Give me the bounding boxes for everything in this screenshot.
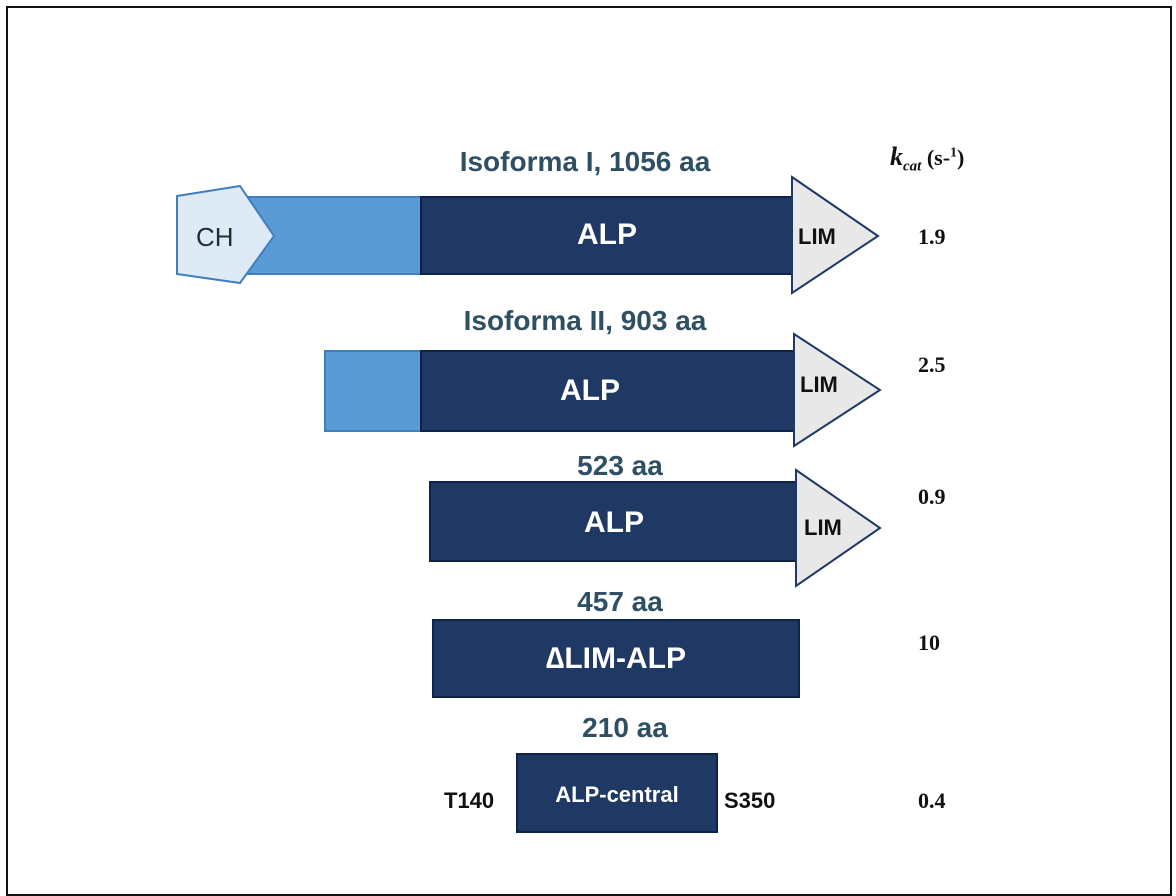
isoforma-i-ch-label: CH	[196, 222, 234, 252]
construct-457-dlim-alp-domain	[432, 619, 800, 698]
construct-210-alp-central-label: ALP-central	[555, 782, 679, 807]
kcat-unit-prefix: (s-	[926, 145, 951, 170]
isoforma-ii-alp-label: ALP	[560, 374, 620, 407]
isoforma-i-kcat-value: 1.9	[918, 224, 946, 249]
construct-457-kcat-value: 10	[918, 630, 940, 655]
construct-523-alp-label: ALP	[584, 506, 644, 539]
kcat-symbol: k	[890, 142, 903, 171]
construct-523-kcat-value: 0.9	[918, 484, 946, 509]
isoforma-i-lim-label: LIM	[798, 224, 836, 249]
isoforma-ii-title: Isoforma II, 903 aa	[463, 305, 707, 336]
figure-frame	[6, 6, 1172, 896]
isoforma-i-title: Isoforma I, 1056 aa	[459, 146, 711, 177]
isoforma-i-alp-domain	[420, 196, 794, 275]
kcat-subscript: cat	[903, 158, 922, 175]
construct-523-lim-label: LIM	[804, 515, 842, 540]
construct-457-title: 457 aa	[577, 586, 663, 617]
construct-210-alp-central-domain	[516, 753, 718, 833]
isoforma-i-alp-label: ALP	[577, 218, 637, 251]
construct-210-kcat-value: 0.4	[918, 788, 946, 813]
isoforma-ii-lim-label: LIM	[800, 372, 838, 397]
kcat-unit-exponent: 1	[950, 145, 958, 161]
isoforma-ii-kcat-value: 2.5	[918, 352, 946, 377]
kcat-unit-suffix: )	[957, 145, 965, 170]
construct-210-left-site: T140	[444, 788, 495, 813]
kcat-column-header: kcat (s-1)	[890, 142, 964, 175]
construct-523-alp-domain	[429, 481, 798, 562]
construct-210-right-site: S350	[724, 788, 776, 813]
isoforma-ii-alp-domain	[420, 350, 796, 432]
construct-457-dlim-alp-label: ∆LIM-ALP	[546, 642, 686, 675]
construct-523-title: 523 aa	[577, 450, 663, 481]
construct-210-title: 210 aa	[582, 712, 668, 743]
